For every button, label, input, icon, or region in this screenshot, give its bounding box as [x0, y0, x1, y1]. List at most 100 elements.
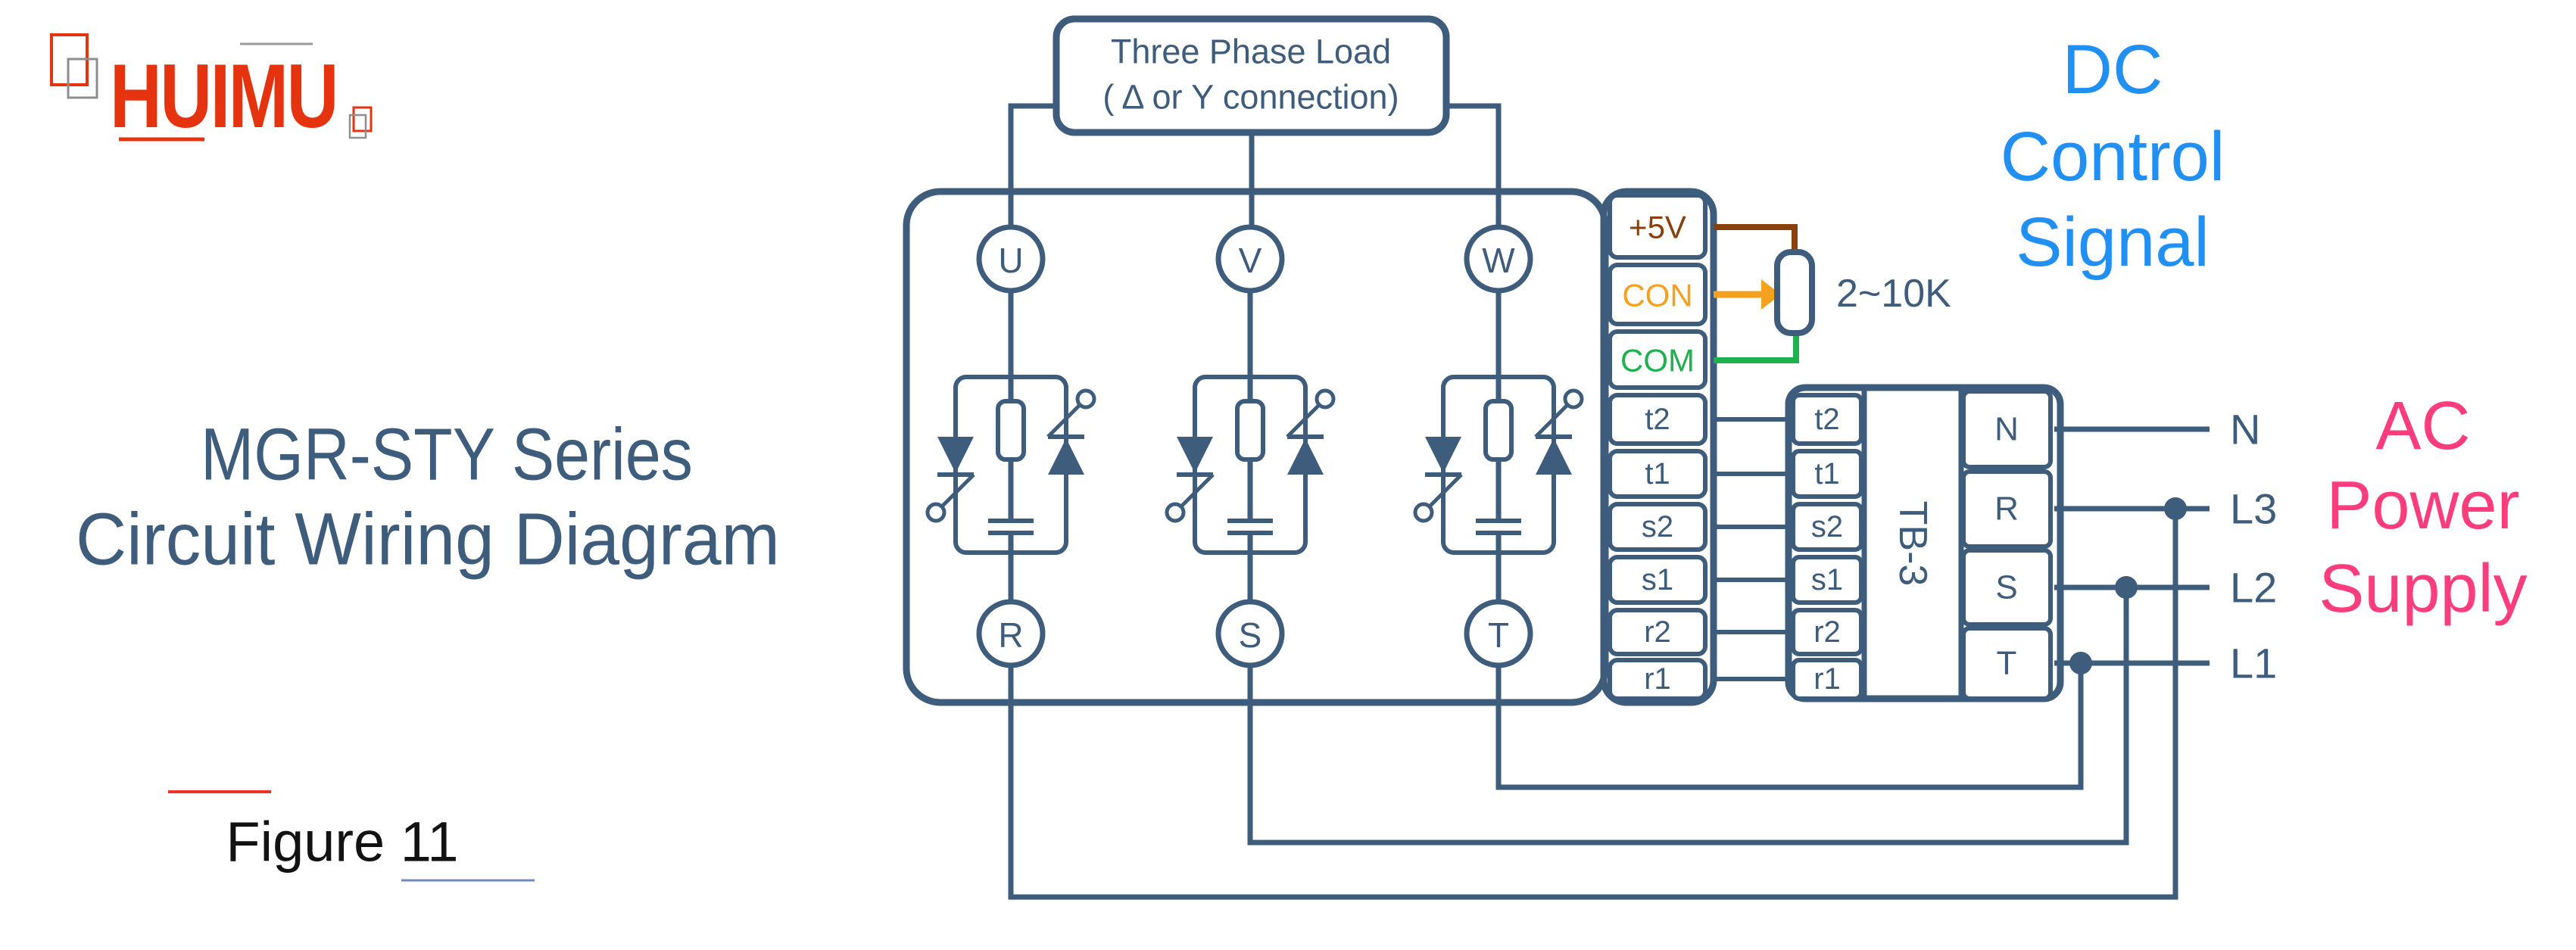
terminal-label-com: COM: [1620, 343, 1695, 378]
tb3-right-terminals: N R S T: [1961, 389, 2053, 701]
figure-label: Figure 11: [226, 811, 458, 874]
terminal-letter-w: W: [1482, 241, 1515, 280]
load-box-line-2: ( Δ or Y connection): [1102, 78, 1399, 117]
huimu-logo: HUIMU: [50, 33, 373, 147]
thyristor-left-gate-terminal: [1413, 502, 1434, 523]
tb3-cell-s2: [1791, 502, 1863, 552]
thyristor-right-gate-wire: [1534, 403, 1570, 438]
thyristor-right-gate-terminal: [1315, 388, 1336, 410]
load-wire-w: [1446, 103, 1502, 227]
terminal-circle-v: [1215, 224, 1285, 294]
terminal-cell-s1: [1608, 555, 1707, 605]
junction-dot-l2: [2115, 576, 2138, 599]
huimu-logo-text: HUIMU: [110, 45, 337, 147]
tb3-label-s: S: [1995, 569, 2017, 606]
ssr-phase-module-u: [925, 291, 1096, 602]
load-box-line-1: Three Phase Load: [1111, 33, 1391, 71]
ssr-phase-modules: [925, 291, 1584, 602]
ssr-signal-terminals: t2 t1 s2 s1 r2 r1: [1608, 393, 1707, 701]
thyristor-left-icon: [1177, 437, 1213, 473]
terminal-cell-s2: [1608, 502, 1707, 552]
three-phase-load-box: Three Phase Load ( Δ or Y connection): [1053, 15, 1450, 136]
terminal-letter-u: U: [998, 241, 1023, 280]
wire-5v-brown: [1714, 224, 1798, 252]
tb3-cell-t: [1961, 626, 2053, 701]
dc-control-signal-annotation: DC Control Signal: [2001, 31, 2225, 281]
thyristor-right-gate-wire: [1046, 403, 1082, 438]
terminal-cell-t1: [1608, 449, 1707, 499]
bus-wire-l1-to-t: [1495, 663, 2084, 790]
tb3-block: TB-3 t2 t1 s2 s1 r2 r1 N R S T: [1785, 384, 2064, 702]
wire-com-green: [1714, 333, 1799, 363]
tb3-label-n: N: [1994, 411, 2019, 448]
terminal-cell-t2: [1608, 393, 1707, 446]
ssr-module-box: +5V CON COM t2 t1 s2 s1 r2 r1: [903, 188, 1717, 706]
tb3-cell-s1: [1791, 555, 1863, 605]
terminal-cell-com: [1608, 329, 1707, 390]
tb3-label: TB-3: [1891, 501, 1935, 587]
ssr-phase-module-w: [1413, 291, 1584, 602]
title-line-1: MGR-STY Series: [201, 413, 693, 496]
ssr-terminal-strip-outline: [1600, 188, 1717, 706]
dc-control-circuit: 2~10K: [1714, 224, 1951, 363]
tb3-label-t2: t2: [1814, 403, 1839, 436]
tb3-cell-s: [1961, 548, 2053, 627]
logo-square-gray-large-icon: [67, 58, 98, 99]
figure-caption: Figure 11: [168, 790, 535, 882]
terminal-label-5v: +5V: [1629, 210, 1686, 245]
logo-square-gray-small-icon: [348, 114, 367, 139]
signal-wires: [1714, 417, 1793, 681]
junction-dot-l3: [2164, 497, 2187, 520]
thyristor-left-gate-wire: [1427, 473, 1463, 509]
snubber-resistor-icon: [1483, 399, 1514, 462]
tb3-cell-t2: [1791, 393, 1863, 446]
thyristor-left-gate-wire: [940, 473, 975, 509]
thyristor-left-gate-terminal: [925, 502, 947, 523]
thyristor-left-icon: [937, 437, 974, 473]
terminal-label-r1: r1: [1644, 662, 1671, 696]
tb3-label-r2: r2: [1813, 615, 1841, 649]
terminal-circle-u: [976, 224, 1046, 294]
terminal-label-r2: r2: [1644, 615, 1671, 649]
terminal-label-t2: t2: [1645, 403, 1670, 436]
dc-annotation-line-1: DC: [2063, 31, 2163, 108]
terminal-label-t1: t1: [1645, 457, 1670, 491]
terminal-cell-r1: [1608, 658, 1707, 701]
tb3-label-s1: s1: [1811, 563, 1843, 596]
tb3-cell-r1: [1791, 658, 1863, 701]
terminal-cell-con: [1608, 263, 1707, 326]
dc-annotation-line-2: Control: [2001, 118, 2225, 195]
thyristor-right-gate-wire: [1286, 403, 1321, 438]
terminal-letter-t: T: [1488, 615, 1509, 655]
junction-dot-l1: [2069, 652, 2092, 674]
bus-wire-l3-to-r: [1008, 509, 2178, 900]
terminal-letter-v: V: [1239, 241, 1262, 280]
thyristor-right-gate-terminal: [1563, 388, 1584, 410]
thyristor-left-gate-wire: [1179, 473, 1215, 509]
ssr-phase-module-v: [1165, 291, 1336, 602]
thyristor-right-gate-terminal: [1075, 388, 1096, 410]
ac-line-label-l3: L3: [2230, 485, 2277, 533]
ssr-terminal-circles: U V W R S T: [976, 224, 1533, 668]
terminal-label-con: CON: [1622, 278, 1692, 313]
terminal-label-s2: s2: [1642, 510, 1673, 544]
bus-wire-l2-to-s: [1247, 587, 2129, 846]
load-wires: [1008, 103, 1502, 227]
tb3-label-r: R: [1994, 491, 2019, 528]
tb3-label-t: T: [1997, 645, 2017, 682]
ac-annotation-line-2: Power: [2326, 468, 2519, 544]
thyristor-left-gate-terminal: [1165, 502, 1186, 523]
potentiometer-icon: [1774, 249, 1815, 336]
thyristor-left-icon: [1425, 437, 1461, 473]
terminal-circle-w: [1464, 224, 1533, 294]
tb3-cell-r: [1961, 469, 2053, 549]
con-arrow-icon: [1761, 279, 1781, 310]
thyristor-right-icon: [1287, 438, 1324, 475]
snubber-resistor-icon: [1235, 399, 1265, 462]
load-wire-u: [1008, 103, 1056, 227]
ac-line-label-l2: L2: [2230, 564, 2277, 612]
terminal-letter-s: S: [1239, 615, 1262, 655]
page-title: MGR-STY Series Circuit Wiring Diagram: [76, 413, 780, 581]
ac-line-label-n: N: [2230, 406, 2260, 453]
dc-annotation-line-3: Signal: [2016, 204, 2210, 281]
